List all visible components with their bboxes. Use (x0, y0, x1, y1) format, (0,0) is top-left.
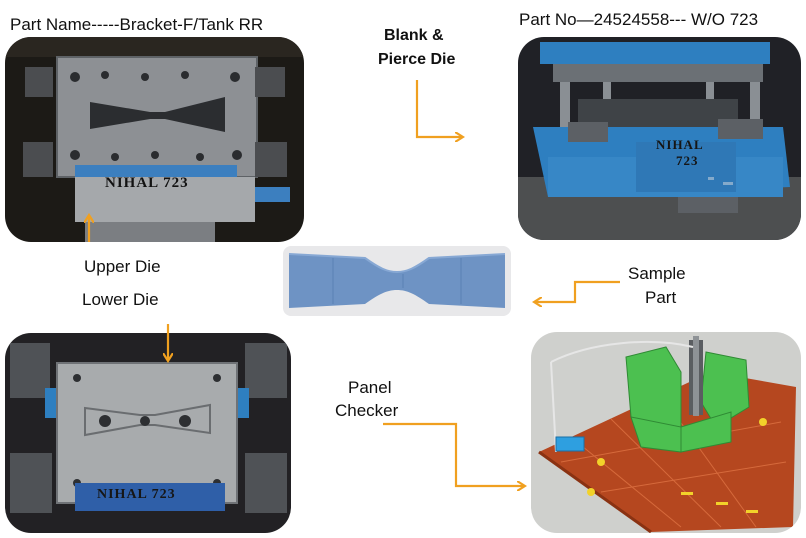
blank-pierce-arrow (415, 80, 462, 137)
blank-pierce-die-label-line2: Pierce Die (378, 51, 456, 68)
sample-part-arrow (535, 280, 620, 302)
sample-part-photo (283, 246, 511, 316)
blank-pierce-die-label-line1: Blank & (384, 27, 444, 44)
pierce-die-stamp-line1: NIHAL (656, 137, 704, 152)
panel-checker-arrow (383, 422, 524, 486)
panel-checker-photo (531, 332, 801, 533)
blank-pierce-die-photo: NIHAL 723 (518, 37, 801, 240)
sample-part-label-line1: Sample (628, 264, 686, 283)
lower-die-label: Lower Die (82, 290, 159, 309)
pierce-die-stamp-line2: 723 (676, 153, 699, 168)
panel-checker-label-line2: Checker (335, 401, 399, 420)
lower-die-stamp: NIHAL 723 (97, 487, 176, 502)
upper-die-label: Upper Die (84, 257, 161, 276)
part-name-label: Part Name-----Bracket-F/Tank RR (10, 15, 264, 34)
upper-die-photo: NIHAL 723 (5, 37, 304, 242)
upper-die-stamp: NIHAL 723 (105, 175, 189, 191)
panel-checker-label-line1: Panel (348, 378, 392, 397)
lower-die-photo: NIHAL 723 (5, 333, 291, 533)
part-number-label: Part No—24524558--- W/O 723 (519, 10, 759, 29)
sample-part-label-line2: Part (645, 288, 677, 307)
